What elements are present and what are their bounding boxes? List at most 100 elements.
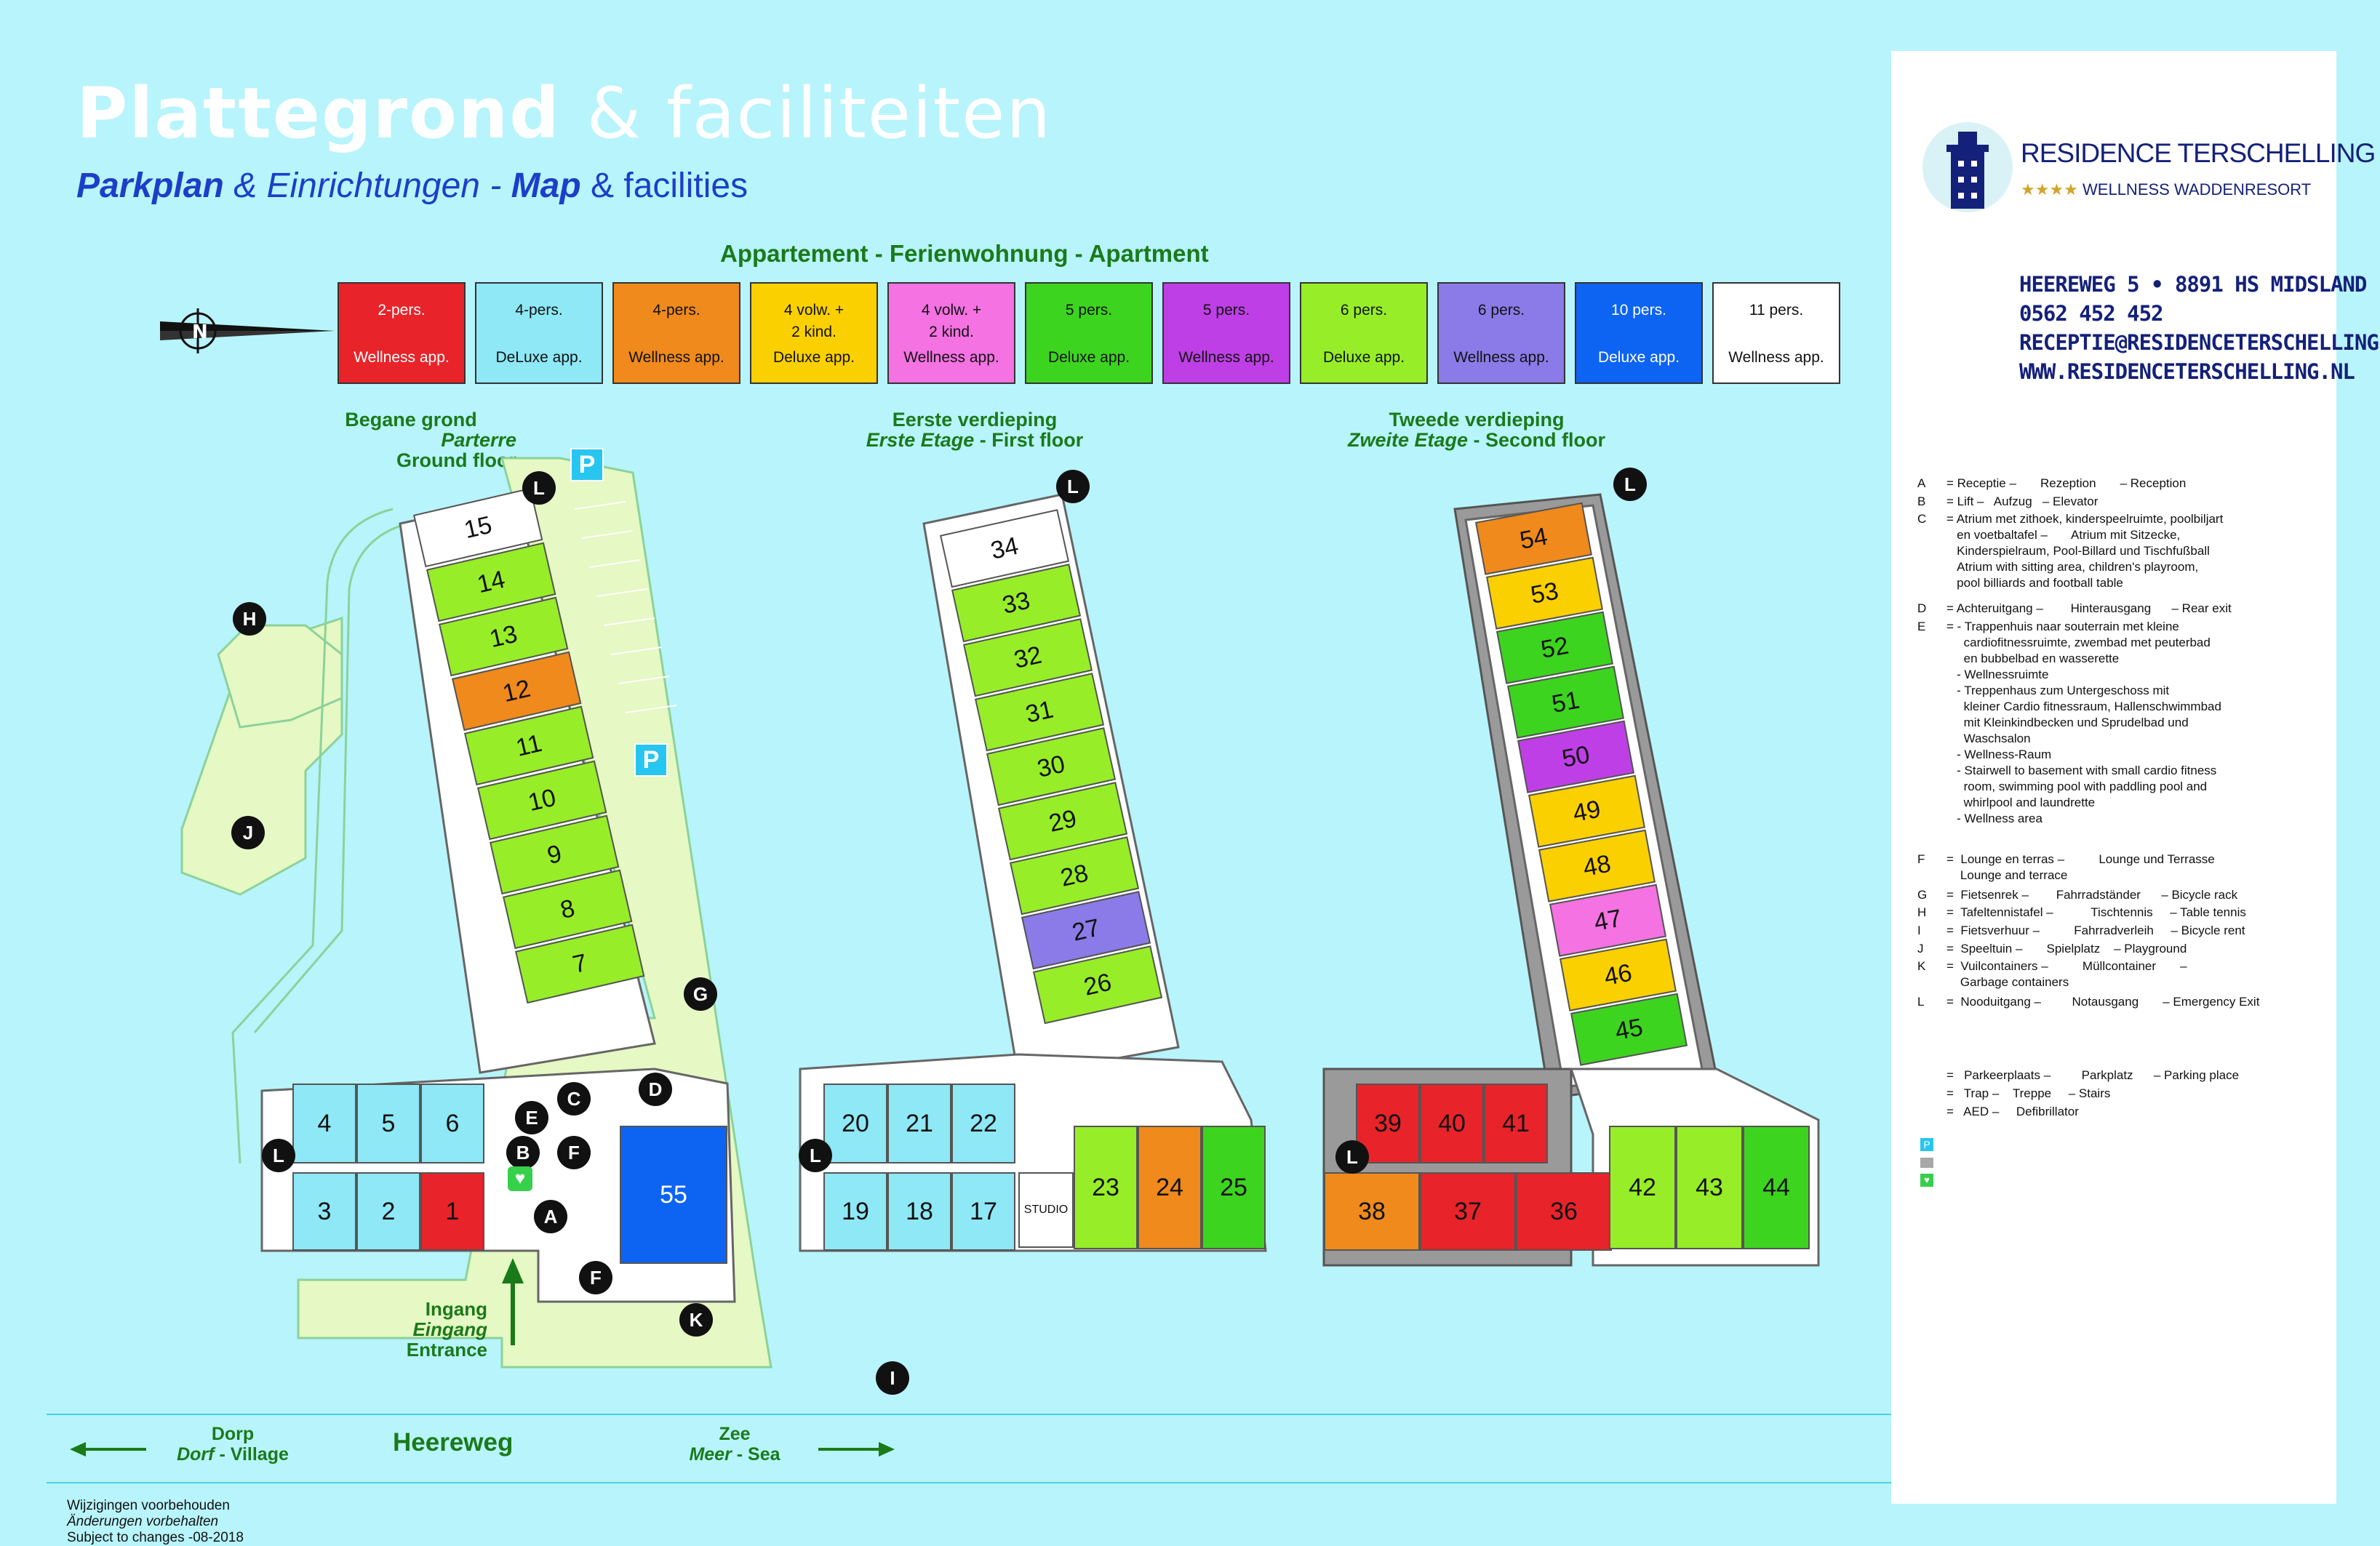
legend-item-type: Deluxe app. <box>772 349 855 366</box>
arrow-left-icon <box>70 1442 146 1457</box>
key-letter: A <box>1917 476 1926 490</box>
key-letter: J <box>1917 941 1924 956</box>
legend-item-capacity: 5 pers. <box>1065 302 1113 319</box>
legend-item-10: 11 pers.Wellness app. <box>1712 282 1840 384</box>
brand-tagline: ★★★★ WELLNESS WADDENRESORT <box>2021 180 2311 199</box>
apartment-unit: 3 <box>292 1172 356 1251</box>
legend-item-4: 4 volw. + 2 kind.Wellness app. <box>887 282 1015 384</box>
marker-b: B <box>506 1136 540 1169</box>
legend-item-type: Deluxe app. <box>1047 349 1130 366</box>
legend-item-capacity: 2-pers. <box>378 302 426 319</box>
legend-item-1: 4-pers.DeLuxe app. <box>475 282 603 384</box>
key-description: = Lift – Aufzug – Elevator <box>1946 494 2099 508</box>
legend-item-capacity: 5 pers. <box>1202 302 1250 319</box>
floor-second-de: Zweite Etage <box>1347 429 1469 451</box>
key-letter: G <box>1917 887 1928 902</box>
floor-second-nl: Tweede verdieping <box>1389 409 1565 430</box>
marker-l-first: L <box>1056 470 1090 503</box>
apartment-unit: 37 <box>1420 1172 1516 1251</box>
apartment-unit: 22 <box>951 1084 1015 1163</box>
legend-item-type: Deluxe app. <box>1322 349 1405 366</box>
disclaimer-de: Änderungen vorbehalten <box>67 1514 219 1529</box>
aed-heart-icon: ♥ <box>508 1166 532 1191</box>
zee-nl: Zee <box>719 1424 751 1444</box>
key-description: = Atrium met zithoek, kinderspeelruimte,… <box>1946 512 2224 590</box>
unit-55: 55 <box>620 1126 727 1264</box>
zee-de: Meer <box>689 1444 732 1465</box>
lighthouse-logo-icon <box>1922 122 2013 212</box>
apartment-unit: 41 <box>1484 1084 1548 1163</box>
disclaimer-en: Subject to changes -08-2018 <box>67 1530 244 1545</box>
arrow-right-icon <box>818 1442 895 1457</box>
legend-item-9: 10 pers. Deluxe app. <box>1575 282 1703 384</box>
marker-h: H <box>233 602 266 636</box>
legend-item-capacity: 6 pers. <box>1477 302 1525 319</box>
symbol-key-row: = Trap – Treppe – Stairs <box>1917 1086 2325 1102</box>
road-dorp-label: Dorp Dorf - Village <box>160 1424 306 1465</box>
legend-item-capacity: 10 pers. <box>1611 302 1666 319</box>
compass-north-icon: N <box>160 308 335 353</box>
key-description: = Fietsverhuur – Fahrradverleih – Bicycl… <box>1946 924 2245 937</box>
apartment-unit: 5 <box>356 1084 420 1163</box>
parking-icon: P <box>634 743 668 777</box>
floor-second-en: - Second floor <box>1473 429 1606 451</box>
legend-item-8: 6 pers.Wellness app. <box>1437 282 1565 384</box>
dorp-de: Dorf <box>177 1444 215 1465</box>
apartment-unit: 24 <box>1138 1126 1202 1249</box>
entrance-de: Eingang <box>412 1318 487 1340</box>
key-row: F= Lounge en terras – Lounge und Terrass… <box>1917 852 2325 884</box>
floor-first-en: - First floor <box>979 429 1084 451</box>
page-title: Plattegrond & faciliteiten <box>76 73 1052 154</box>
apartment-unit: 4 <box>292 1084 356 1163</box>
apartment-unit: 1 <box>420 1172 484 1251</box>
floor-ground-en: Ground floor <box>396 449 516 471</box>
marker-l-ground: L <box>522 471 556 505</box>
marker-l-ground-west: L <box>262 1139 295 1172</box>
legend-item-capacity: 11 pers. <box>1749 302 1804 319</box>
info-panel <box>1891 51 2336 1504</box>
key-row: J = Speeltuin – Spielplatz – Playground <box>1917 941 2325 957</box>
symbol-key-row: = Parkeerplaats – Parkplatz – Parking pl… <box>1917 1068 2325 1084</box>
key-letter: E <box>1917 619 1926 633</box>
disclaimer: Wijzigingen voorbehouden Änderungen vorb… <box>67 1498 244 1546</box>
marker-e: E <box>515 1101 548 1134</box>
floor-first-nl: Eerste verdieping <box>892 409 1058 430</box>
key-description: = Receptie – Rezeption – Reception <box>1946 476 2187 490</box>
marker-a: A <box>534 1200 567 1233</box>
key-row: B= Lift – Aufzug – Elevator <box>1917 494 2325 510</box>
key-description: = Lounge en terras – Lounge und Terrasse… <box>1946 852 2215 882</box>
key-letter: I <box>1917 924 1921 937</box>
marker-i: I <box>876 1361 909 1395</box>
floor-ground-nl: Begane grond <box>345 409 477 430</box>
symbol-key-description: = Trap – Treppe – Stairs <box>1946 1086 2111 1100</box>
entrance-nl: Ingang <box>425 1298 487 1320</box>
legend-item-type: Deluxe app. <box>1597 349 1680 366</box>
key-row: A = Receptie – Rezeption – Reception <box>1917 476 2325 492</box>
key-row: I = Fietsverhuur – Fahrradverleih – Bicyc… <box>1917 923 2325 939</box>
subtitle-facilities: & facilities <box>591 167 748 205</box>
contact-phone: 0562 452 452 <box>2019 301 2164 326</box>
apartment-unit: 40 <box>1420 1084 1484 1163</box>
key-description: = Speeltuin – Spielplatz – Playground <box>1946 941 2187 956</box>
subtitle-einrichtungen: & Einrichtungen - <box>233 167 502 205</box>
apartment-unit: 44 <box>1743 1126 1810 1249</box>
brand-tagline-text: WELLNESS WADDENRESORT <box>2082 180 2312 199</box>
dorp-en: - Village <box>219 1444 289 1465</box>
floor-title-ground: Begane grond Parterre Ground floor <box>306 409 516 470</box>
road-name: Heereweg <box>393 1428 514 1457</box>
apartment-unit: 19 <box>823 1172 887 1251</box>
key-letter: K <box>1917 959 1926 974</box>
apartment-unit: 18 <box>887 1172 951 1251</box>
marker-g: G <box>684 977 717 1011</box>
apartment-unit: 36 <box>1516 1172 1612 1251</box>
legend-item-6: 5 pers.Wellness app. <box>1162 282 1290 384</box>
legend-item-2: 4-pers.Wellness app. <box>612 282 740 384</box>
legend-item-capacity: 4-pers. <box>652 302 700 319</box>
marker-c: C <box>557 1082 591 1116</box>
marker-j: J <box>231 816 265 849</box>
key-letter: L <box>1917 995 1925 1009</box>
floor-title-second: Tweede verdieping Zweite Etage - Second … <box>1317 409 1637 450</box>
contact-website: WWW.RESIDENCETERSCHELLING.NL <box>2019 359 2355 384</box>
key-letter: H <box>1917 905 1927 920</box>
symbol-key-description: = Parkeerplaats – Parkplatz – Parking pl… <box>1946 1068 2240 1082</box>
